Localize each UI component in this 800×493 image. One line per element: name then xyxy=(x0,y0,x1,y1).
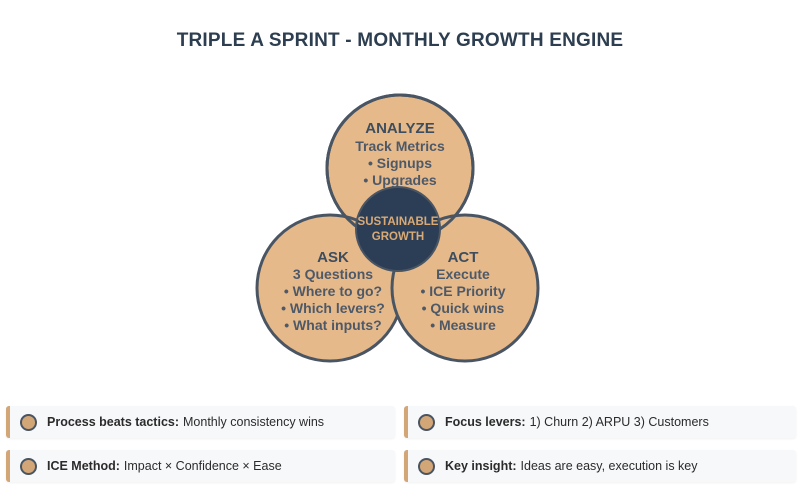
analyze-line-1: Track Metrics xyxy=(355,138,445,154)
insight-card-focus: Focus levers: 1) Churn 2) ARPU 3) Custom… xyxy=(404,406,796,438)
card-text: Impact × Confidence × Ease xyxy=(123,459,282,473)
act-line-4: • Measure xyxy=(430,317,496,333)
act-line-1: Execute xyxy=(436,266,490,282)
growth-hub xyxy=(355,186,441,272)
act-line-3: • Quick wins xyxy=(422,300,505,316)
ask-line-4: • What inputs? xyxy=(284,317,381,333)
hub-line-2: GROWTH xyxy=(372,231,424,243)
analyze-line-2: • Signups xyxy=(368,155,432,171)
act-heading: ACT xyxy=(448,249,479,266)
card-label: Key insight: xyxy=(445,459,517,473)
card-label: Focus levers: xyxy=(445,415,526,429)
bullet-dot-icon xyxy=(418,457,435,475)
insight-card-ice: ICE Method: Impact × Confidence × Ease xyxy=(6,450,395,482)
ask-line-2: • Where to go? xyxy=(284,283,382,299)
card-text: Ideas are easy, execution is key xyxy=(520,459,698,473)
act-line-2: • ICE Priority xyxy=(420,283,505,299)
bullet-dot-icon xyxy=(20,413,37,431)
bullet-dot-icon xyxy=(418,413,435,431)
ask-line-1: 3 Questions xyxy=(293,266,373,282)
analyze-heading: ANALYZE xyxy=(365,120,434,137)
page-title: TRIPLE A SPRINT - MONTHLY GROWTH ENGINE xyxy=(176,30,624,51)
insight-card-process: Process beats tactics: Monthly consisten… xyxy=(6,406,395,438)
card-label: Process beats tactics: xyxy=(47,415,180,429)
insight-card-key: Key insight: Ideas are easy, execution i… xyxy=(404,450,796,482)
hub-line-1: SUSTAINABLE xyxy=(358,216,439,228)
bullet-dot-icon xyxy=(20,457,37,475)
card-text: 1) Churn 2) ARPU 3) Customers xyxy=(529,415,709,429)
card-label: ICE Method: xyxy=(47,459,120,473)
ask-line-3: • Which levers? xyxy=(281,300,385,316)
card-text: Monthly consistency wins xyxy=(183,415,325,429)
analyze-line-3: • Upgrades xyxy=(363,172,437,188)
ask-heading: ASK xyxy=(317,249,349,266)
